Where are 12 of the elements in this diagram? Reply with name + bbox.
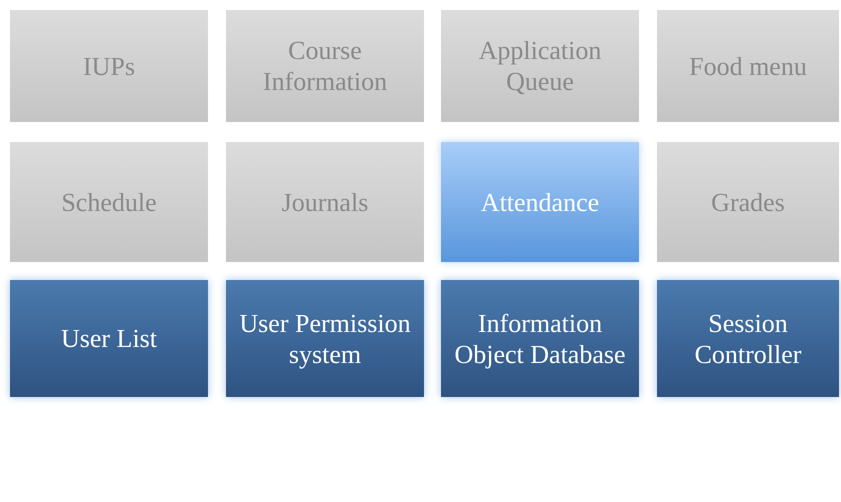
menu-tile: IUPs [10,10,208,122]
menu-tile: Application Queue [441,10,639,122]
module-tile: User List [10,280,208,397]
module-tile: Information Object Database [441,280,639,397]
module-tile: User Permission system [226,280,424,397]
menu-tile: Grades [657,142,839,262]
menu-tile: Food menu [657,10,839,122]
menu-tile: Course Information [226,10,424,122]
menu-tile: Schedule [10,142,208,262]
module-tile: Session Controller [657,280,839,397]
menu-tile: Journals [226,142,424,262]
menu-tile: Attendance [441,142,639,262]
